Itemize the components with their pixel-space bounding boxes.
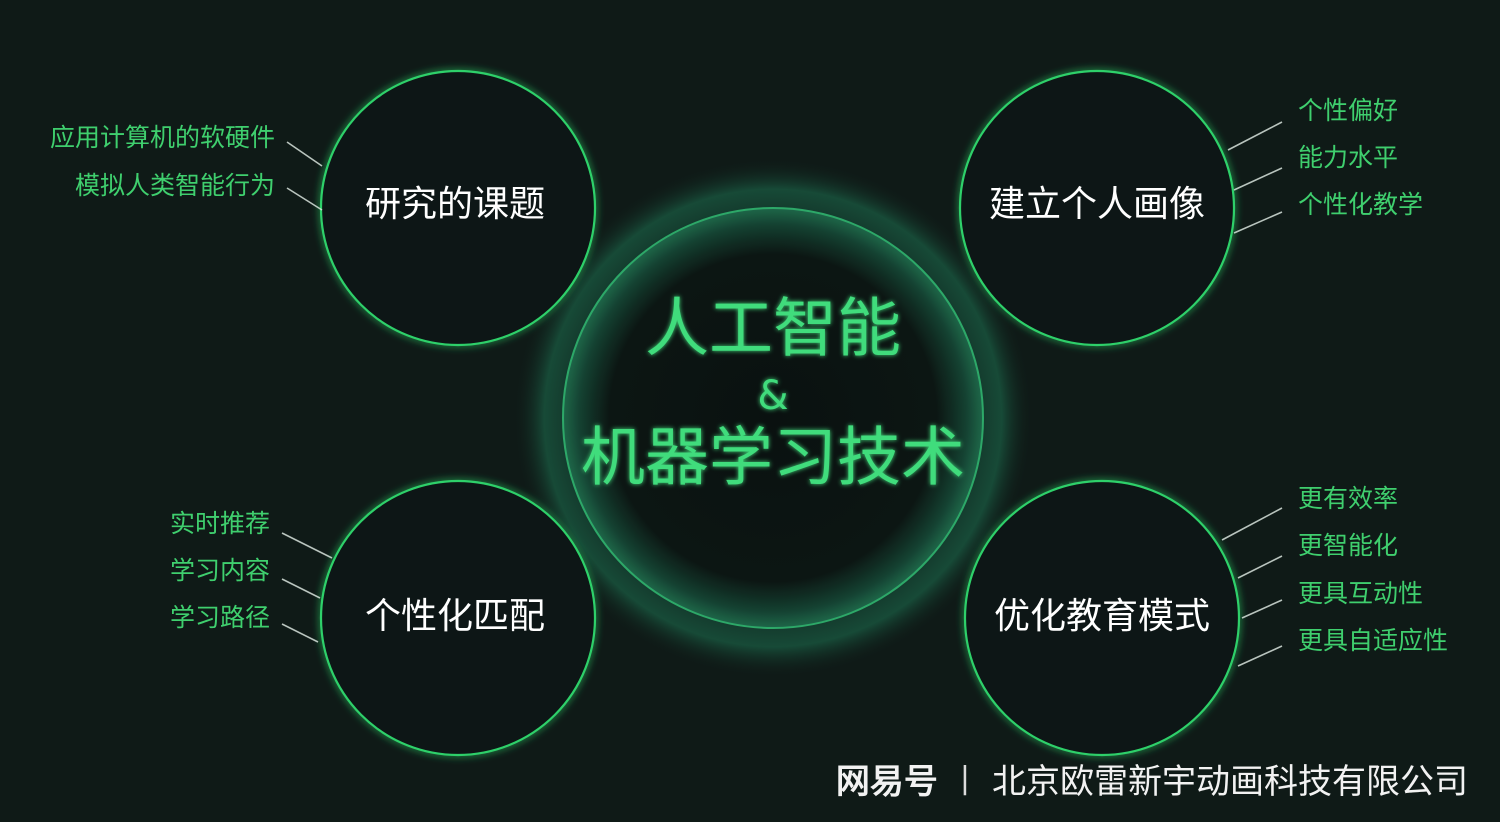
center-circle (562, 207, 984, 629)
connector-line (1237, 555, 1283, 579)
branch-label: 更具互动性 (1298, 579, 1423, 608)
node-matching: 个性化匹配 实时推荐 学习内容 学习路径 (170, 479, 597, 757)
branch-label: 模拟人类智能行为 (75, 171, 275, 200)
branch-label: 更有效率 (1298, 484, 1398, 513)
branch-label: 个性化教学 (1298, 190, 1423, 219)
connector-line (281, 623, 319, 643)
branch-label: 实时推荐 (170, 509, 270, 538)
branch-label: 应用计算机的软硬件 (50, 123, 275, 152)
branch-label: 更智能化 (1298, 531, 1398, 560)
branch-label: 能力水平 (1298, 143, 1398, 172)
center-title-line2: 机器学习技术 (581, 422, 965, 496)
node-matching-circle (319, 479, 597, 757)
watermark-brand: 网易号 (835, 761, 938, 802)
connector-line (1233, 211, 1283, 234)
node-research: 研究的课题 应用计算机的软硬件 模拟人类智能行为 (50, 69, 597, 347)
node-research-title: 研究的课题 (365, 184, 545, 225)
connector-line (1221, 507, 1283, 541)
node-research-circle (319, 69, 597, 347)
connector-line (286, 187, 323, 211)
connector-line (1241, 599, 1283, 619)
node-mode-circle (963, 479, 1241, 757)
center-hub: 人工智能 & 机器学习技术 (513, 158, 1033, 678)
node-matching-title: 个性化匹配 (365, 596, 545, 637)
branch-label: 个性偏好 (1298, 96, 1398, 125)
branch-label: 学习内容 (170, 556, 270, 585)
node-portrait-title: 建立个人画像 (989, 184, 1205, 225)
watermark-company: 北京欧雷新宇动画科技有限公司 (992, 761, 1468, 802)
node-portrait: 建立个人画像 个性偏好 能力水平 个性化教学 (958, 69, 1423, 347)
branch-label: 学习路径 (170, 603, 270, 632)
connector-line (281, 578, 321, 599)
connector-line (281, 532, 333, 559)
connector-line (1227, 121, 1283, 151)
branch-label: 更具自适应性 (1298, 626, 1448, 655)
connector-line (1237, 645, 1283, 667)
watermark-separator: | (959, 760, 970, 796)
source-watermark: 网易号 | 北京欧雷新宇动画科技有限公司 (835, 756, 1468, 802)
center-title-line1: 人工智能 (645, 293, 901, 367)
connector-line (286, 141, 323, 167)
center-title-ampersand: & (757, 373, 788, 419)
node-mode: 优化教育模式 更有效率 更智能化 更具互动性 更具自适应性 (963, 479, 1448, 757)
connector-line (1233, 167, 1283, 191)
node-mode-title: 优化教育模式 (994, 596, 1210, 637)
node-portrait-circle (958, 69, 1236, 347)
